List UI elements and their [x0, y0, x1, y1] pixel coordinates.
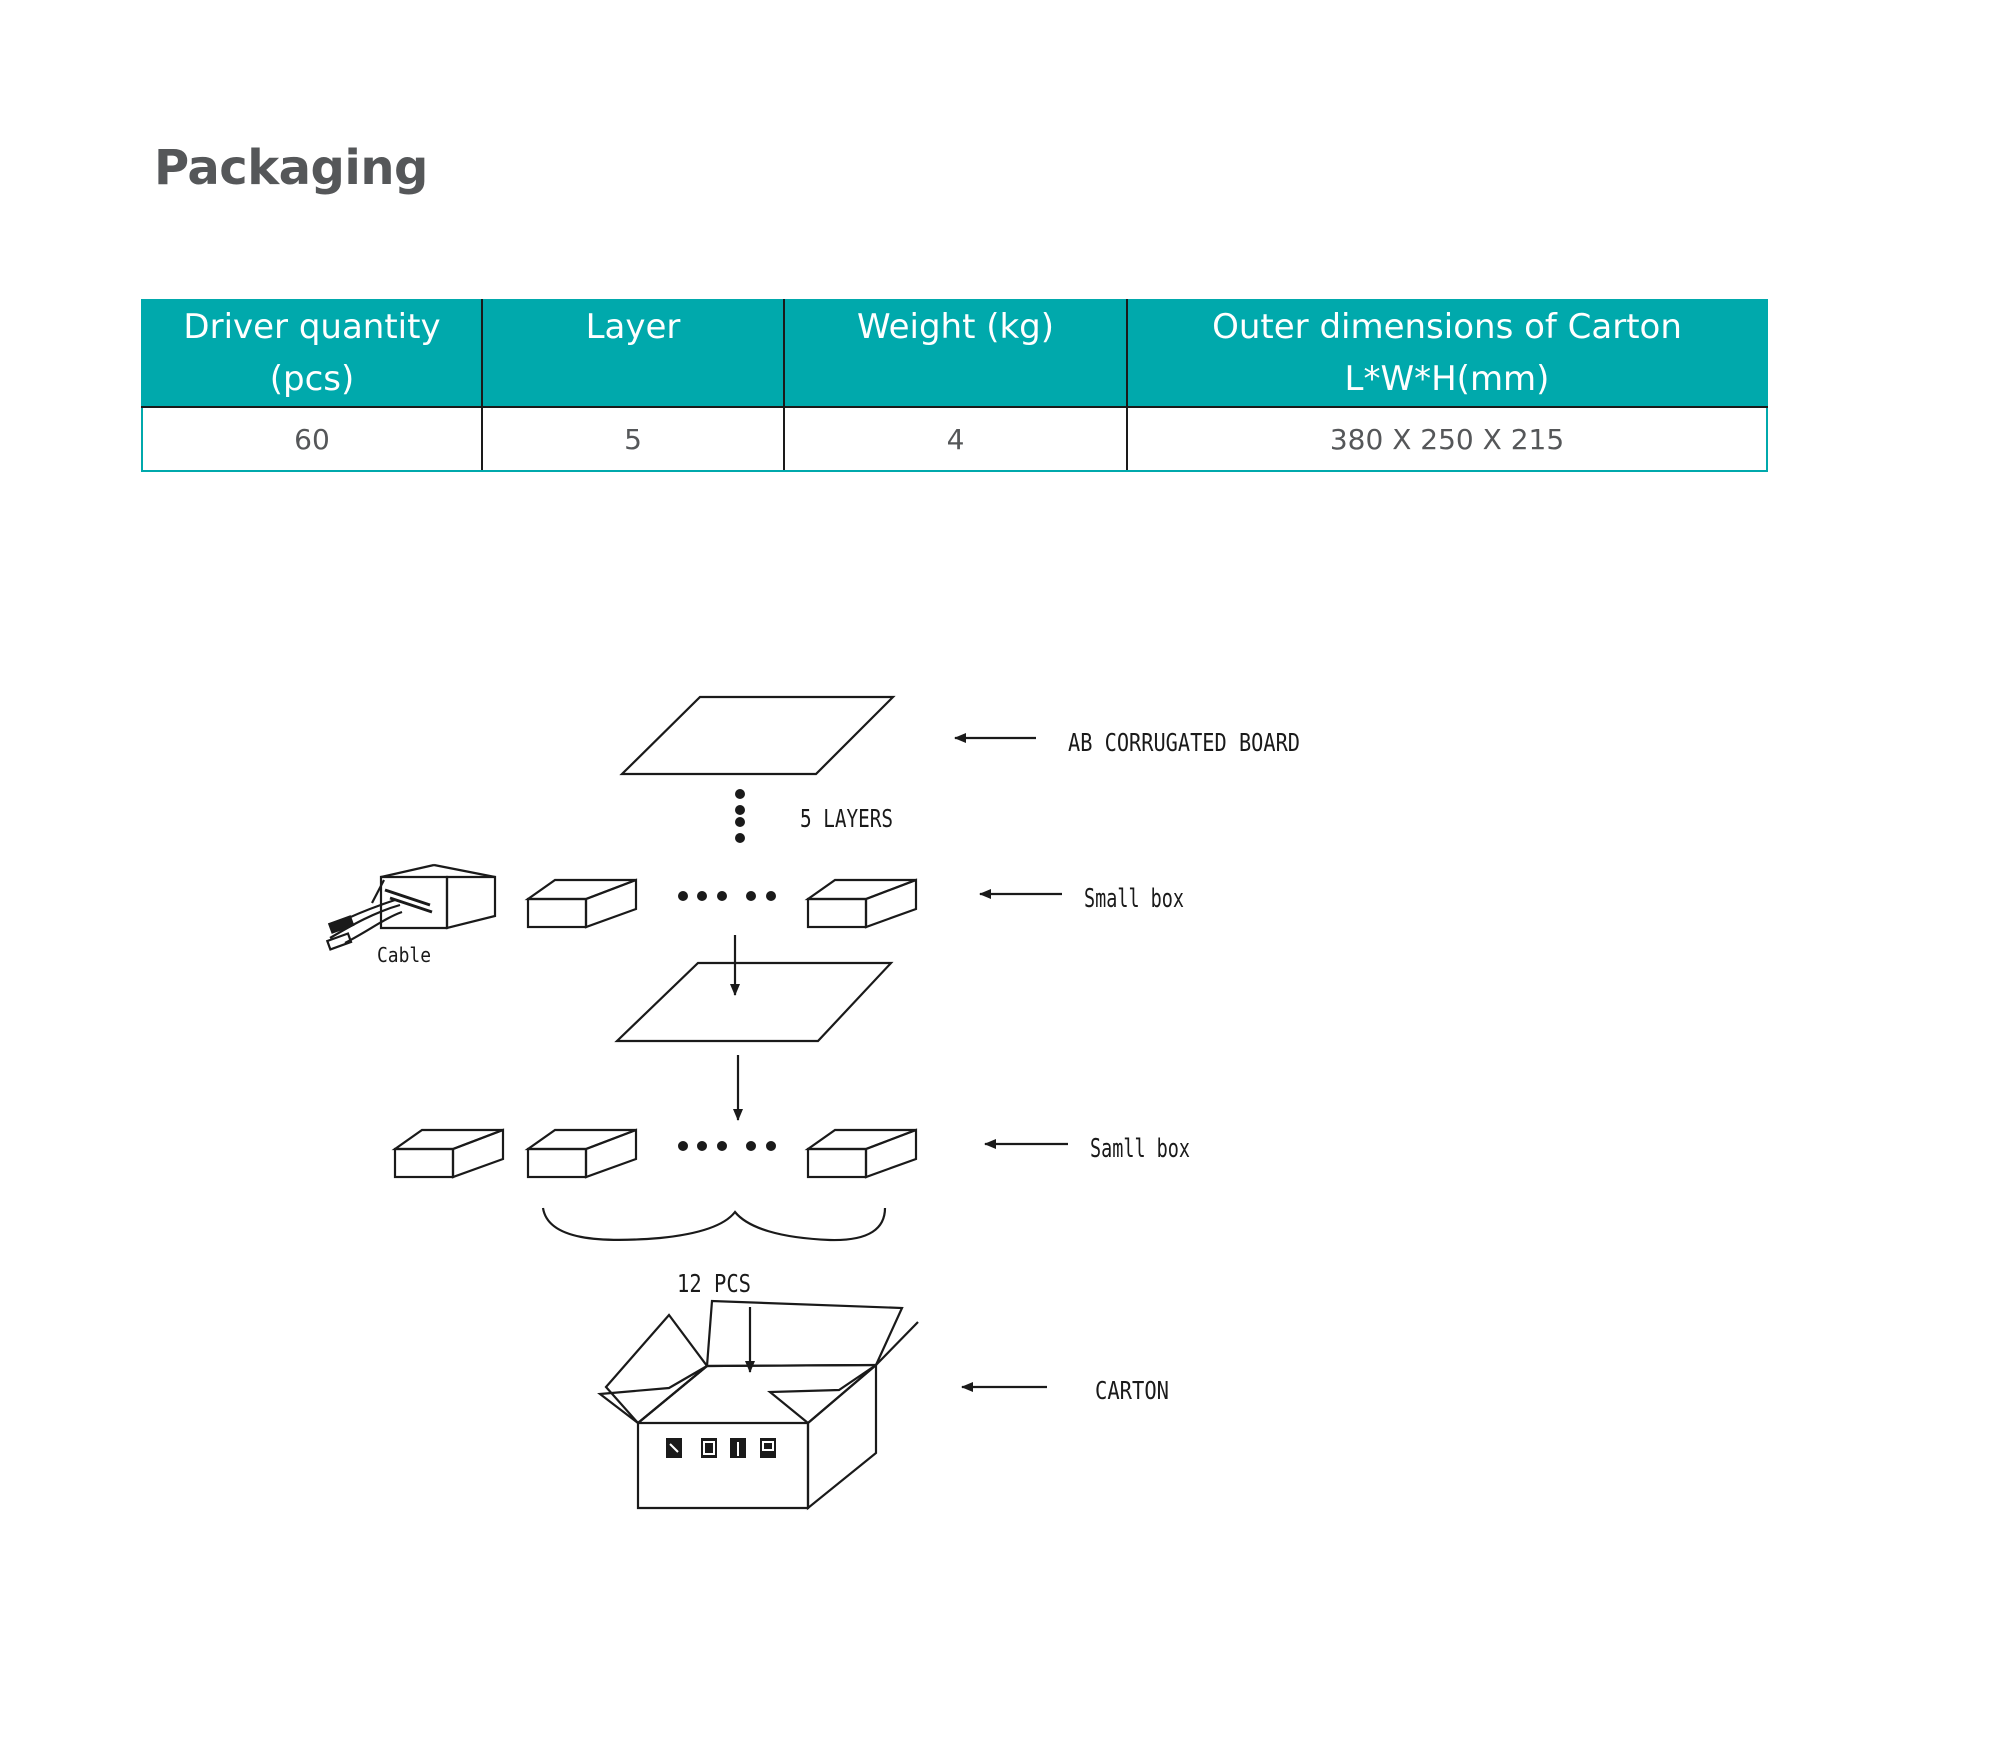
carton-symbols	[666, 1438, 776, 1458]
small-box-label-1: Small box	[1084, 884, 1184, 914]
cell-layer: 5	[481, 407, 785, 472]
header-layer: Layer	[481, 299, 785, 408]
packaging-spec-table: Driver quantity (pcs) Layer Weight (kg) …	[141, 299, 1768, 472]
carton	[597, 1299, 919, 1511]
twelve-pcs-brace	[541, 1207, 887, 1242]
small-box	[524, 1128, 638, 1179]
cell-weight: 4	[783, 407, 1128, 472]
small-box	[391, 1128, 505, 1179]
small-box-row-1	[524, 878, 918, 929]
layer-dots	[735, 789, 745, 843]
corrugated-board-top	[619, 695, 896, 776]
small-box-row-2	[391, 1128, 918, 1179]
cable-box-illustration	[325, 863, 497, 951]
small-box	[524, 878, 638, 929]
row2-dots	[678, 1141, 776, 1151]
row1-dots	[678, 891, 776, 901]
corrugated-board-middle	[614, 961, 894, 1043]
table-header-row: Driver quantity (pcs) Layer Weight (kg) …	[141, 299, 1768, 408]
page-title: Packaging	[154, 140, 428, 196]
carton-label: CARTON	[1095, 1376, 1169, 1405]
carton-symbol-marks	[669, 1441, 774, 1456]
small-box	[804, 878, 918, 929]
cable-label: Cable	[377, 943, 431, 967]
board-label: AB CORRUGATED BOARD	[1068, 728, 1300, 757]
header-outer-dimensions: Outer dimensions of Carton L*W*H(mm)	[1126, 299, 1768, 408]
small-box	[804, 1128, 918, 1179]
cell-driver-quantity: 60	[141, 407, 483, 472]
small-box-label-2: Samll box	[1090, 1134, 1190, 1164]
pcs-label: 12 PCS	[677, 1269, 751, 1298]
layers-label: 5 LAYERS	[800, 804, 893, 833]
table-row: 60 5 4 380 X 250 X 215	[141, 407, 1768, 472]
header-weight: Weight (kg)	[783, 299, 1128, 408]
cell-dimensions: 380 X 250 X 215	[1126, 407, 1768, 472]
header-driver-quantity: Driver quantity (pcs)	[141, 299, 483, 408]
